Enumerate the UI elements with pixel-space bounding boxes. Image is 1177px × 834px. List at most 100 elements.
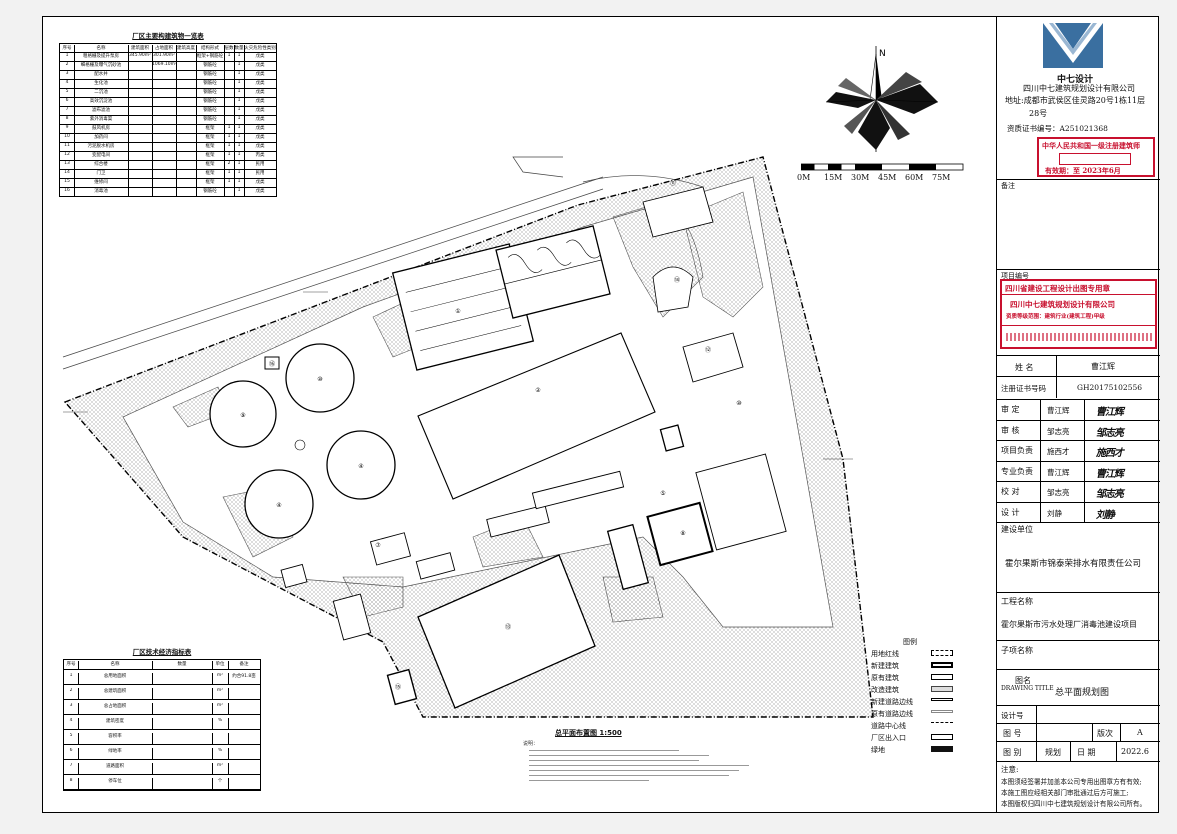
table-cell: 戊类 — [255, 54, 265, 59]
legend-item-symbol — [931, 722, 953, 723]
client-label: 建设单位 — [1001, 525, 1033, 534]
project-value: 霍尔果斯市污水处理厂消毒池建设项目 — [1001, 620, 1137, 629]
building-markers: ⑨ ⑩ ④ ④ ② ① ⑬ ⑧ ⑪ ⑭ ⑫ ⑩ ⑦ ⑮ ⑤ ⑯ — [240, 179, 741, 691]
signature-person-cell — [1041, 420, 1085, 440]
table-cell — [152, 778, 213, 789]
table-cell: 建筑密度 — [78, 718, 153, 729]
table-cell: 戊类 — [255, 135, 265, 140]
table-cell: 框架 — [196, 143, 225, 151]
project-label: 工程名称 — [1001, 597, 1033, 606]
table-cell: 8 — [60, 116, 75, 124]
table-cell — [176, 80, 197, 88]
table-cell — [128, 80, 153, 88]
table-cell: 5 — [60, 89, 75, 97]
table-cell — [176, 62, 197, 70]
table-cell: 框架 — [196, 170, 225, 178]
table-cell — [128, 152, 153, 160]
table-cell: 钢筋砼 — [196, 116, 225, 124]
table-cell: 戊类 — [255, 108, 265, 113]
building-sludge — [695, 453, 787, 551]
north-label: N — [879, 49, 886, 59]
company-name: 四川中七建筑规划设计有限公司 — [1023, 84, 1135, 93]
signature-role: 校 对 — [1001, 487, 1020, 496]
architect-stamp: 中华人民共和国一级注册建筑师 有效期：至 2023年6月 — [1037, 137, 1155, 177]
table-cell: 1 — [234, 89, 245, 97]
table-cell — [176, 152, 197, 160]
legend-item-symbol — [931, 650, 953, 656]
table-cell: 6 — [64, 748, 79, 759]
table-cell — [176, 107, 197, 115]
table-cell: 容积率 — [78, 733, 153, 744]
handwritten-signature: 曹江辉 — [1095, 468, 1125, 480]
notice-3: 本图版权归四川中七建筑规划设计有限公司所有。 — [1001, 800, 1147, 808]
table-cell — [152, 161, 177, 169]
signature-person: 邹志亮 — [1047, 488, 1070, 497]
date-label: 日 期 — [1077, 748, 1096, 757]
table-cell — [152, 143, 177, 151]
date-value: 2022.6 — [1121, 747, 1149, 756]
table-cell: 1 — [234, 125, 245, 133]
table-cell: 配水井 — [74, 71, 129, 79]
table-cell: 2 — [60, 62, 75, 70]
legend-item-symbol — [931, 746, 953, 752]
scale-tick-label: 30M — [851, 173, 870, 182]
marker-4: ⑩ — [317, 376, 322, 383]
signature-role-cell — [997, 482, 1041, 502]
signature-person: 施西才 — [1047, 447, 1070, 456]
table-cell: 生化池 — [74, 80, 129, 88]
table-cell — [128, 116, 153, 124]
notice-1: 本图须经签署并加盖本公司专用出图章方有有效; — [1001, 778, 1142, 786]
table-cell — [176, 53, 197, 61]
table-cell: 钢筋砼 — [196, 188, 225, 196]
table-cell — [176, 89, 197, 97]
table-cell: 9 — [60, 125, 75, 133]
table-cell: 1 — [234, 134, 245, 142]
scale-tick-label: 60M — [905, 173, 924, 182]
marker-11: ⑪ — [670, 179, 676, 187]
design-number-label: 设计号 — [1001, 711, 1024, 720]
table-header-cell: 名称 — [78, 661, 153, 669]
table-cell — [176, 71, 197, 79]
table-cell: 框架 — [196, 161, 225, 169]
table-cell: 钢筋砼 — [196, 107, 225, 115]
legend-item-symbol — [931, 674, 953, 680]
signature-role-cell — [997, 420, 1041, 440]
road-lines — [62, 156, 704, 370]
table-cell: 1 — [234, 98, 245, 106]
legend-item-label: 原有道路边线 — [871, 710, 913, 718]
signature-role: 设 计 — [1001, 507, 1020, 517]
table-cell: 钢筋砼 — [196, 80, 225, 88]
table-cell — [152, 733, 213, 744]
scale-tick-label: 45M — [878, 173, 897, 182]
signature-row: 专业负责曹江辉曹江辉 — [997, 460, 1160, 481]
paper-frame: 厂区主要构建筑物一览表 序号名称建筑面积占地面积建筑高度结构形式层数数量火灾危险… — [42, 16, 1160, 813]
table-header-cell: 数量 — [152, 661, 213, 669]
structures-table-title: 厂区主要构建筑物一览表 — [132, 32, 204, 40]
table-cell: % — [212, 718, 229, 729]
signature-row: 校 对邹志亮邹志亮 — [997, 481, 1160, 502]
table-cell: 7 — [64, 763, 79, 774]
table-cell — [152, 673, 213, 684]
signature-person: 刘静 — [1047, 508, 1062, 518]
table-cell — [176, 134, 197, 142]
table-cell: 1 — [234, 53, 245, 61]
table-cell: 1 — [224, 134, 235, 142]
table-cell: 总建筑面积 — [78, 688, 153, 699]
signature-person: 邹志亮 — [1047, 426, 1070, 436]
table-cell: 约合91.8亩 — [232, 674, 256, 679]
table-cell: 1 — [234, 170, 245, 178]
table-cell — [128, 62, 153, 70]
category-value: 规划 — [1045, 748, 1061, 757]
table-cell: 1 — [234, 161, 245, 169]
table-cell: m² — [212, 763, 229, 774]
table-cell — [152, 179, 177, 187]
